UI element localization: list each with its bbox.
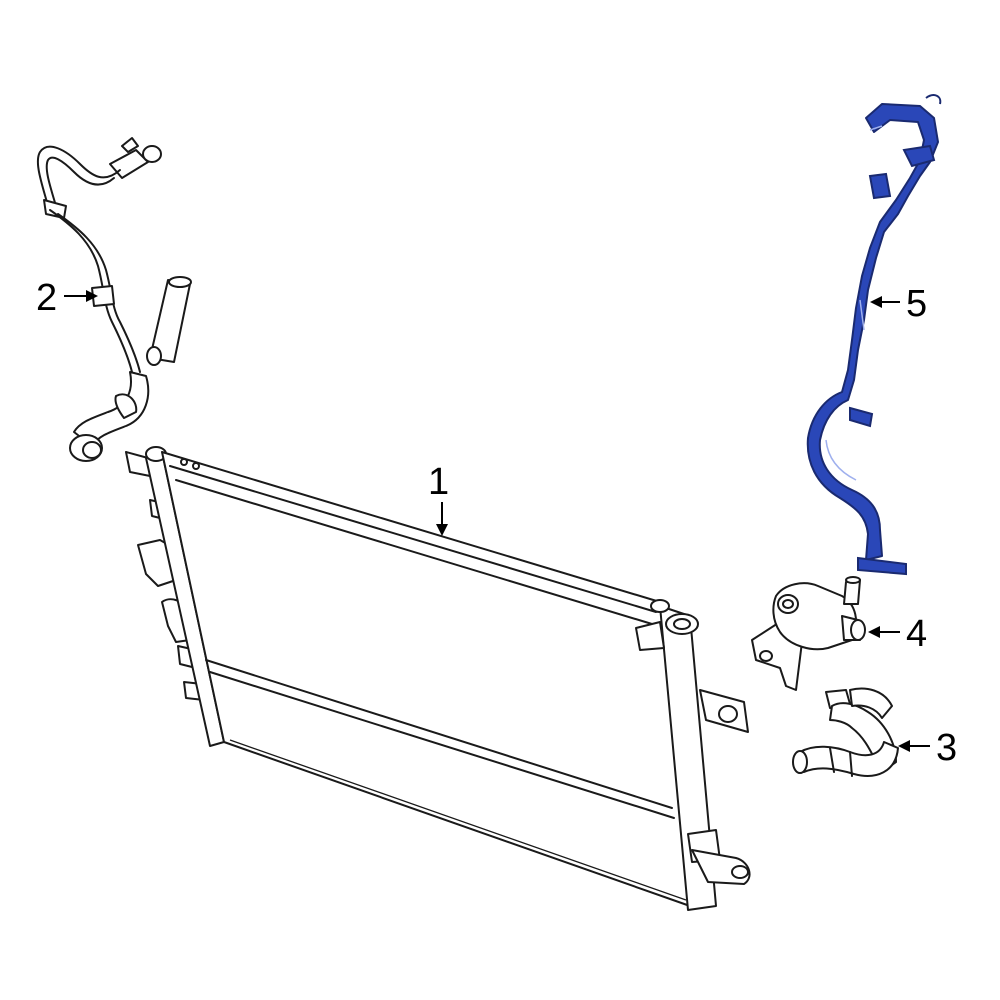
part-3-coolant-hose[interactable]: 3 <box>792 687 957 777</box>
part-2-hose-assembly[interactable]: 2 <box>36 137 192 462</box>
callout-4-label: 4 <box>906 613 927 655</box>
callout-3-label: 3 <box>936 727 957 769</box>
callout-2-label: 2 <box>36 277 57 319</box>
callout-1-label: 1 <box>428 461 449 503</box>
part-1-radiator[interactable]: 1 <box>125 446 751 911</box>
part-5-hose-highlighted[interactable]: 5 <box>806 94 942 576</box>
callout-5-label: 5 <box>906 283 927 325</box>
part-4-water-pump[interactable]: 4 <box>751 576 927 691</box>
